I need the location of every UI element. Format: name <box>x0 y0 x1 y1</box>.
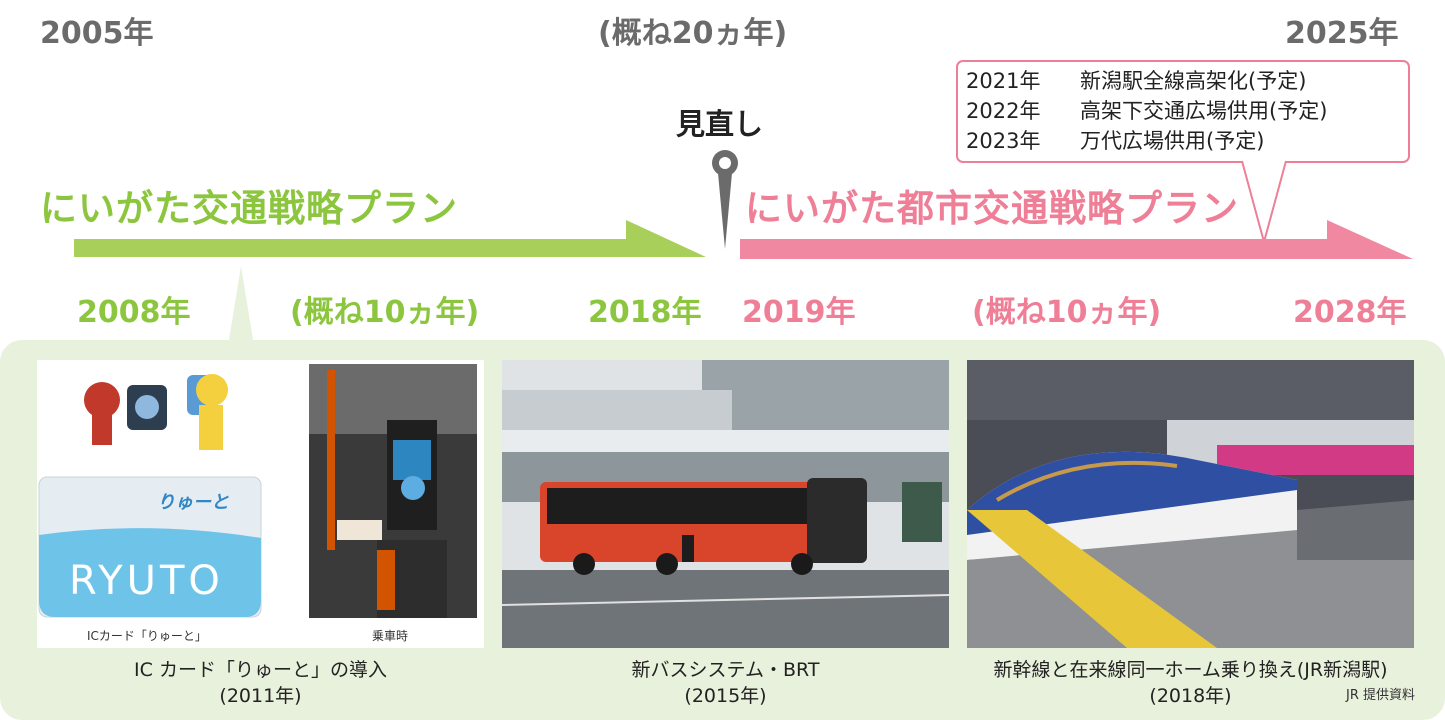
map-pin-icon <box>712 150 738 249</box>
ic-caption: IC カード「りゅーと」の導入 (2011年) <box>134 659 387 707</box>
header-span: (概ね20ヵ年) <box>598 16 788 51</box>
header-end-year: 2025年 <box>1285 16 1399 51</box>
new-plan-end: 2028年 <box>1293 295 1407 330</box>
callout-row: 2021年新潟駅全線高架化(予定) <box>966 69 1307 93</box>
callout-row: 2023年万代広場供用(予定) <box>966 129 1265 153</box>
new-plan-title: にいがた都市交通戦略プラン <box>745 187 1239 230</box>
brt-illustration <box>502 360 949 648</box>
callout-row: 2022年高架下交通広場供用(予定) <box>966 99 1328 123</box>
panel-pointer <box>228 266 254 346</box>
photo-credit: JR 提供資料 <box>1346 688 1415 703</box>
shinkansen-photo <box>967 360 1414 648</box>
timeline-arrows <box>74 220 1413 259</box>
header-start-year: 2005年 <box>40 16 154 51</box>
ic-card-illustration: りゅーと RYUTO ICカード「りゅーと」 乗車時 <box>38 364 477 643</box>
ic-label-left: ICカード「りゅーと」 <box>87 629 207 643</box>
ic-card-photo: りゅーと RYUTO ICカード「りゅーと」 乗車時 <box>37 360 484 648</box>
shinkansen-illustration <box>967 360 1414 648</box>
card-text: RYUTO <box>69 558 224 604</box>
brt-caption: 新バスシステム・BRT (2015年) <box>631 659 820 707</box>
card-logo: りゅーと <box>157 492 229 513</box>
old-plan-arrow <box>74 220 706 257</box>
old-plan-start: 2008年 <box>77 295 191 330</box>
old-plan-span: (概ね10ヵ年) <box>290 295 480 330</box>
new-plan-arrow <box>740 220 1413 259</box>
new-plan-span: (概ね10ヵ年) <box>972 295 1162 330</box>
new-plan-start: 2019年 <box>742 295 856 330</box>
old-plan-end: 2018年 <box>588 295 702 330</box>
schedule-callout: 2021年新潟駅全線高架化(予定) 2022年高架下交通広場供用(予定) 202… <box>956 60 1410 163</box>
shinkansen-caption: 新幹線と在来線同一ホーム乗り換え(JR新潟駅) (2018年) <box>993 659 1388 707</box>
review-label: 見直し <box>676 107 764 141</box>
old-plan-title: にいがた交通戦略プラン <box>40 187 458 230</box>
ic-label-right: 乗車時 <box>372 629 408 643</box>
brt-photo <box>502 360 949 648</box>
